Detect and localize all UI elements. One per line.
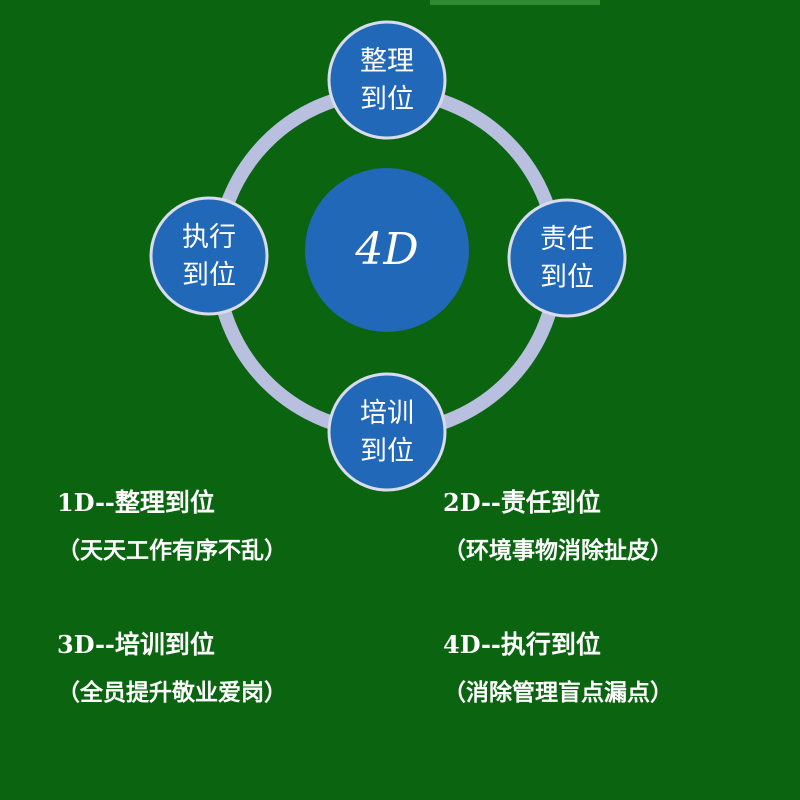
node-top: 整理 到位 [327,20,447,140]
item-2d-title-text: 责任到位 [500,488,601,517]
item-3d-title-text: 培训到位 [114,630,215,659]
top-edge-strip [430,0,600,5]
item-1d-code: 1D-- [57,488,115,517]
node-right: 责任 到位 [507,198,627,318]
item-4d-code: 4D-- [443,630,501,659]
node-right-line1: 责任 [540,224,594,255]
node-bottom-line1: 培训 [360,398,414,429]
item-4d-title-text: 执行到位 [500,630,601,659]
item-3d-code: 3D-- [57,630,115,659]
item-1d-desc: （天天工作有序不乱） [57,538,287,564]
node-left: 执行 到位 [149,196,269,316]
item-2d-code: 2D-- [443,488,501,517]
item-2d-desc: （环境事物消除扯皮） [443,538,673,564]
item-3d-desc: （全员提升敬业爱岗） [57,680,287,706]
center-label: 4D [354,224,418,275]
item-1d-title: 1D--整理到位 [57,488,215,518]
item-1d-title-text: 整理到位 [114,488,215,517]
node-top-line1: 整理 [360,46,414,77]
center-circle: 4D [305,168,469,332]
node-bottom-line2: 到位 [360,436,414,467]
node-left-line2: 到位 [182,260,236,291]
node-left-line1: 执行 [182,222,236,253]
4d-cycle-diagram: 4D 整理 到位 责任 到位 培训 到位 执行 到位 [149,20,627,492]
item-3d-title: 3D--培训到位 [57,630,215,660]
node-bottom: 培训 到位 [327,372,447,492]
item-2d-title: 2D--责任到位 [443,488,601,518]
node-right-line2: 到位 [540,262,594,293]
item-4d-title: 4D--执行到位 [443,630,601,660]
node-top-line2: 到位 [360,84,414,115]
item-4d-desc: （消除管理盲点漏点） [443,680,673,706]
